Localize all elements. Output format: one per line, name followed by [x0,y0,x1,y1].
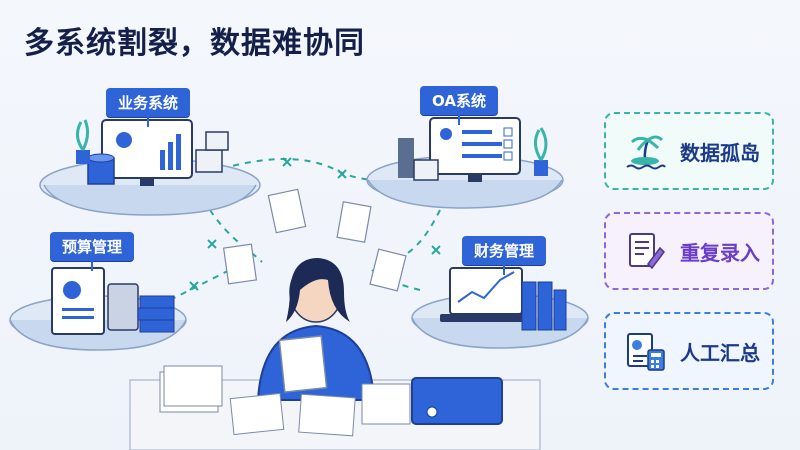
island-business [39,119,261,216]
clipboard-icon [51,267,105,335]
label-business-system: 业务系统 [106,88,191,117]
card-label: 人工汇总 [680,340,760,365]
report-calculator-icon [627,333,665,371]
island-palm-icon [626,135,666,170]
box-icon [205,131,229,151]
calculator-icon [107,283,139,331]
binder-icon [398,138,414,178]
plant-icon [76,119,90,164]
card-label: 数据孤岛 [680,140,760,165]
book-icon [137,307,175,321]
label-oa-system: OA系统 [420,86,498,115]
link-oa-desk [404,209,441,256]
book-icon [139,295,175,309]
card-manual-summary: 人工汇总 [604,312,774,390]
label-finance-management: 财务管理 [462,236,547,265]
card-data-island: 数据孤岛 [604,112,774,190]
island-oa [366,117,564,209]
page-title: 多系统割裂，数据难协同 [24,26,365,61]
database-icon [87,153,115,185]
card-duplicate-entry: 重复录入 [604,212,774,290]
island-finance [411,267,589,349]
card-label: 重复录入 [680,240,760,265]
binder-icon [521,281,537,331]
floating-papers [222,188,407,292]
laptop-icon [449,267,523,315]
label-budget-management: 预算管理 [50,232,135,261]
x-marks [189,157,441,291]
book-icon [139,319,175,333]
document-pencil-icon [629,233,665,270]
box-icon [413,159,439,181]
binder-icon [411,377,503,425]
stressed-person [129,258,541,450]
island-budget [9,267,187,351]
binder-icon [553,289,567,331]
plant-icon [534,127,548,176]
box-icon [195,149,223,173]
binder-icon [537,281,553,331]
